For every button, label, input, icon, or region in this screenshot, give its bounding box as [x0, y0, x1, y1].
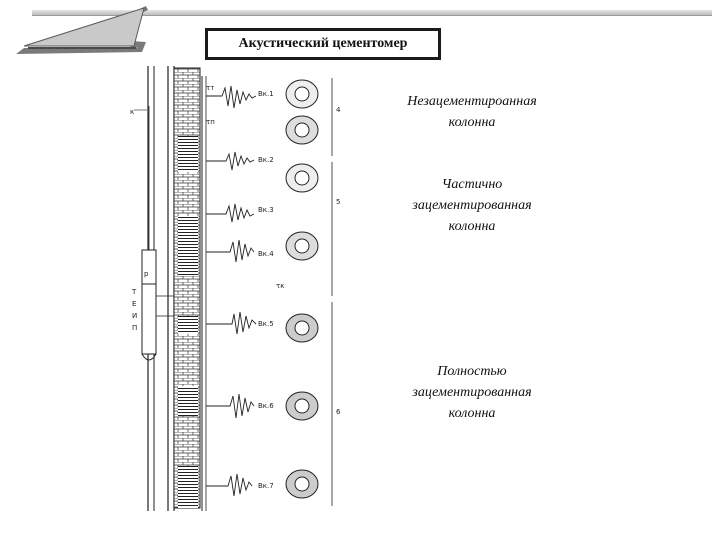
trace-label: Вк.4: [258, 250, 274, 258]
trace-label: Вк.6: [258, 402, 274, 410]
figure-label-k: к: [130, 108, 134, 116]
arrow-logo-icon: [16, 6, 148, 54]
figure-label-t: Т: [131, 288, 137, 296]
figure-label-tau-t: τт: [206, 84, 214, 92]
figure-label-tau-p: τп: [206, 118, 215, 126]
acoustic-cement-log-figure: к р Т Е И П τт τп τк Вк.1 Вк.2 Вк.3 Вк.4…: [130, 66, 341, 511]
section-number: 4: [336, 106, 341, 114]
figure-label-p: р: [144, 270, 149, 278]
trace-label: Вк.5: [258, 320, 274, 328]
caption-uncemented: Незацементироанная колонна: [407, 94, 537, 130]
trace-label: Вк.1: [258, 90, 274, 98]
slide-title: Акустический цементомер: [205, 28, 441, 60]
trace-label: Вк.3: [258, 206, 274, 214]
caption-fully-cemented: Полностью зацементированная колонна: [412, 364, 532, 421]
figure-label-e: Е: [132, 300, 136, 308]
section-number: 6: [336, 408, 341, 416]
figure-label-tau-k: τк: [276, 282, 284, 290]
trace-label: Вк.2: [258, 156, 274, 164]
caption-partially-cemented: Частично зацементированная колонна: [412, 177, 532, 234]
top-decorative-rule: [32, 10, 712, 16]
figure-label-p2: П: [132, 324, 137, 332]
trace-label: Вк.7: [258, 482, 274, 490]
figure-label-ii: И: [132, 312, 137, 320]
section-number: 5: [336, 198, 340, 206]
